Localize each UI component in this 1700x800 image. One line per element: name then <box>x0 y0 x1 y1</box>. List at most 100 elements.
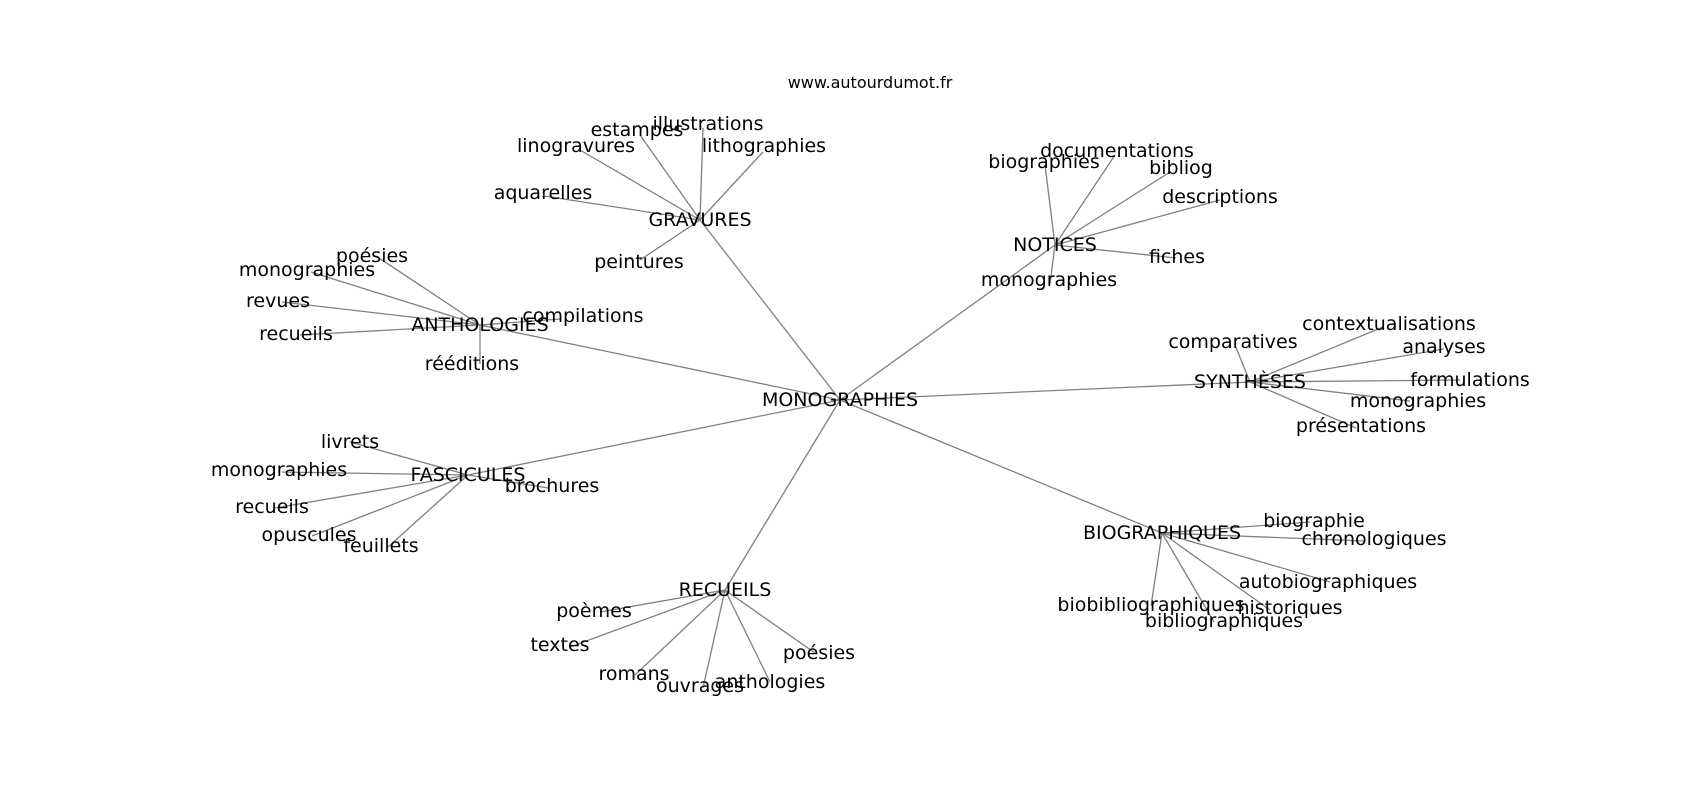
edge-branch-to-leaf <box>1234 344 1251 383</box>
edge-branch-to-leaf <box>1161 532 1331 583</box>
branch-node: BIOGRAPHIQUES <box>1083 522 1241 544</box>
edge-branch-to-leaf <box>1049 244 1056 285</box>
edge-branch-to-leaf <box>375 255 481 326</box>
leaf-node: compilations <box>522 305 643 327</box>
edge-branch-to-leaf <box>479 318 561 326</box>
edge-branch-to-leaf <box>281 471 469 476</box>
leaf-node: analyses <box>1402 336 1485 358</box>
leaf-node: rééditions <box>425 353 519 375</box>
edge-branch-to-leaf <box>467 474 549 489</box>
branch-node: RECUEILS <box>679 579 772 601</box>
edge-center-to-branch <box>699 219 841 401</box>
leaf-node: historiques <box>1237 597 1342 619</box>
edge-branch-to-leaf <box>310 271 481 326</box>
edge-branch-to-leaf <box>1044 164 1056 246</box>
leaf-node: biographies <box>988 151 1099 173</box>
edge-center-to-branch <box>839 381 1251 401</box>
leaf-node: poèmes <box>556 600 631 622</box>
edge-branch-to-leaf <box>1161 532 1271 611</box>
edge-branch-to-leaf <box>1249 381 1357 429</box>
leaf-node: estampes <box>591 119 684 141</box>
leaf-node: revues <box>246 290 310 312</box>
leaf-node: chronologiques <box>1301 528 1446 550</box>
leaf-node: lithographies <box>702 135 826 157</box>
edge-branch-to-leaf <box>311 474 469 537</box>
leaf-node: bibliog <box>1149 157 1213 179</box>
edge-branch-to-leaf <box>579 149 701 221</box>
edge-branch-to-leaf <box>724 589 816 654</box>
leaf-node: peintures <box>594 251 684 273</box>
edge-branch-to-leaf <box>699 151 764 221</box>
edge-branch-to-leaf <box>639 134 701 221</box>
leaf-node: contextualisations <box>1302 313 1476 335</box>
leaf-node: biographie <box>1263 510 1365 532</box>
edge-branch-to-leaf <box>543 195 701 221</box>
leaf-node: linogravures <box>517 135 635 157</box>
edge-center-to-branch <box>467 399 841 476</box>
leaf-node: aquarelles <box>494 182 593 204</box>
leaf-node: monographies <box>1350 390 1486 412</box>
branch-node: SYNTHÈSES <box>1194 370 1306 393</box>
edge-branch-to-leaf <box>349 441 469 476</box>
leaf-node: brochures <box>505 475 600 497</box>
edge-branch-to-leaf <box>274 474 469 509</box>
leaf-node: anthologies <box>715 671 826 693</box>
edge-branch-to-leaf <box>1161 532 1366 542</box>
leaf-node: poésies <box>783 642 855 664</box>
branch-node: ANTHOLOGIES <box>411 314 548 336</box>
edge-center-to-branch <box>839 244 1056 401</box>
edge-branch-to-leaf <box>699 127 704 221</box>
center-node: MONOGRAPHIES <box>762 389 918 411</box>
leaf-node: feuillets <box>343 535 418 557</box>
edge-branch-to-leaf <box>1249 326 1384 383</box>
edge-branch-to-leaf <box>1054 171 1171 246</box>
edge-branch-to-leaf <box>1054 154 1116 246</box>
edge-branch-to-leaf <box>599 589 726 613</box>
edge-branch-to-leaf <box>1249 379 1461 383</box>
leaf-node: monographies <box>211 459 347 481</box>
labels-layer: MONOGRAPHIES GRAVURES illustrationsestampe… <box>211 113 1530 697</box>
leaf-node: recueils <box>259 323 333 345</box>
leaf-node: biobibliographiques <box>1057 594 1244 616</box>
leaf-node: autobiographiques <box>1239 571 1417 593</box>
leaf-node: monographies <box>239 259 375 281</box>
edge-branch-to-leaf <box>634 589 726 676</box>
branch-node: FASCICULES <box>411 464 526 486</box>
leaf-node: bibliographiques <box>1145 610 1303 632</box>
leaf-node: poésies <box>336 245 408 267</box>
edge-branch-to-leaf <box>1161 532 1215 623</box>
leaf-node: illustrations <box>653 113 764 135</box>
leaf-node: documentations <box>1040 140 1194 162</box>
edge-center-to-branch <box>839 399 1163 534</box>
edge-branch-to-leaf <box>724 589 771 683</box>
edge-branch-to-leaf <box>281 301 481 326</box>
edge-branch-to-leaf <box>1150 532 1163 607</box>
leaf-node: fiches <box>1149 246 1205 268</box>
edge-branch-to-leaf <box>387 474 469 548</box>
edge-branch-to-leaf <box>1054 199 1221 246</box>
leaf-node: romans <box>598 663 669 685</box>
edge-branch-to-leaf <box>1249 348 1445 383</box>
leaf-node: livrets <box>321 431 379 453</box>
leaf-node: ouvrages <box>656 675 744 697</box>
leaf-node: formulations <box>1410 369 1530 391</box>
edge-branch-to-leaf <box>1054 244 1177 259</box>
edge-center-to-branch <box>479 324 841 401</box>
leaf-node: présentations <box>1296 415 1426 437</box>
edge-branch-to-leaf <box>702 589 726 689</box>
edge-branch-to-leaf <box>1161 521 1311 534</box>
edge-center-to-branch <box>724 399 841 591</box>
edge-branch-to-leaf <box>299 324 481 336</box>
leaf-node: monographies <box>981 269 1117 291</box>
leaf-node: comparatives <box>1168 331 1297 353</box>
leaf-node: recueils <box>235 496 309 518</box>
leaf-node: descriptions <box>1162 186 1278 208</box>
branch-node: GRAVURES <box>648 209 751 231</box>
edge-branch-to-leaf <box>1249 381 1411 402</box>
site-url: www.autourdumot.fr <box>788 73 953 92</box>
leaf-node: textes <box>530 634 589 656</box>
edges-layer <box>274 127 1461 689</box>
edge-branch-to-leaf <box>569 589 726 648</box>
